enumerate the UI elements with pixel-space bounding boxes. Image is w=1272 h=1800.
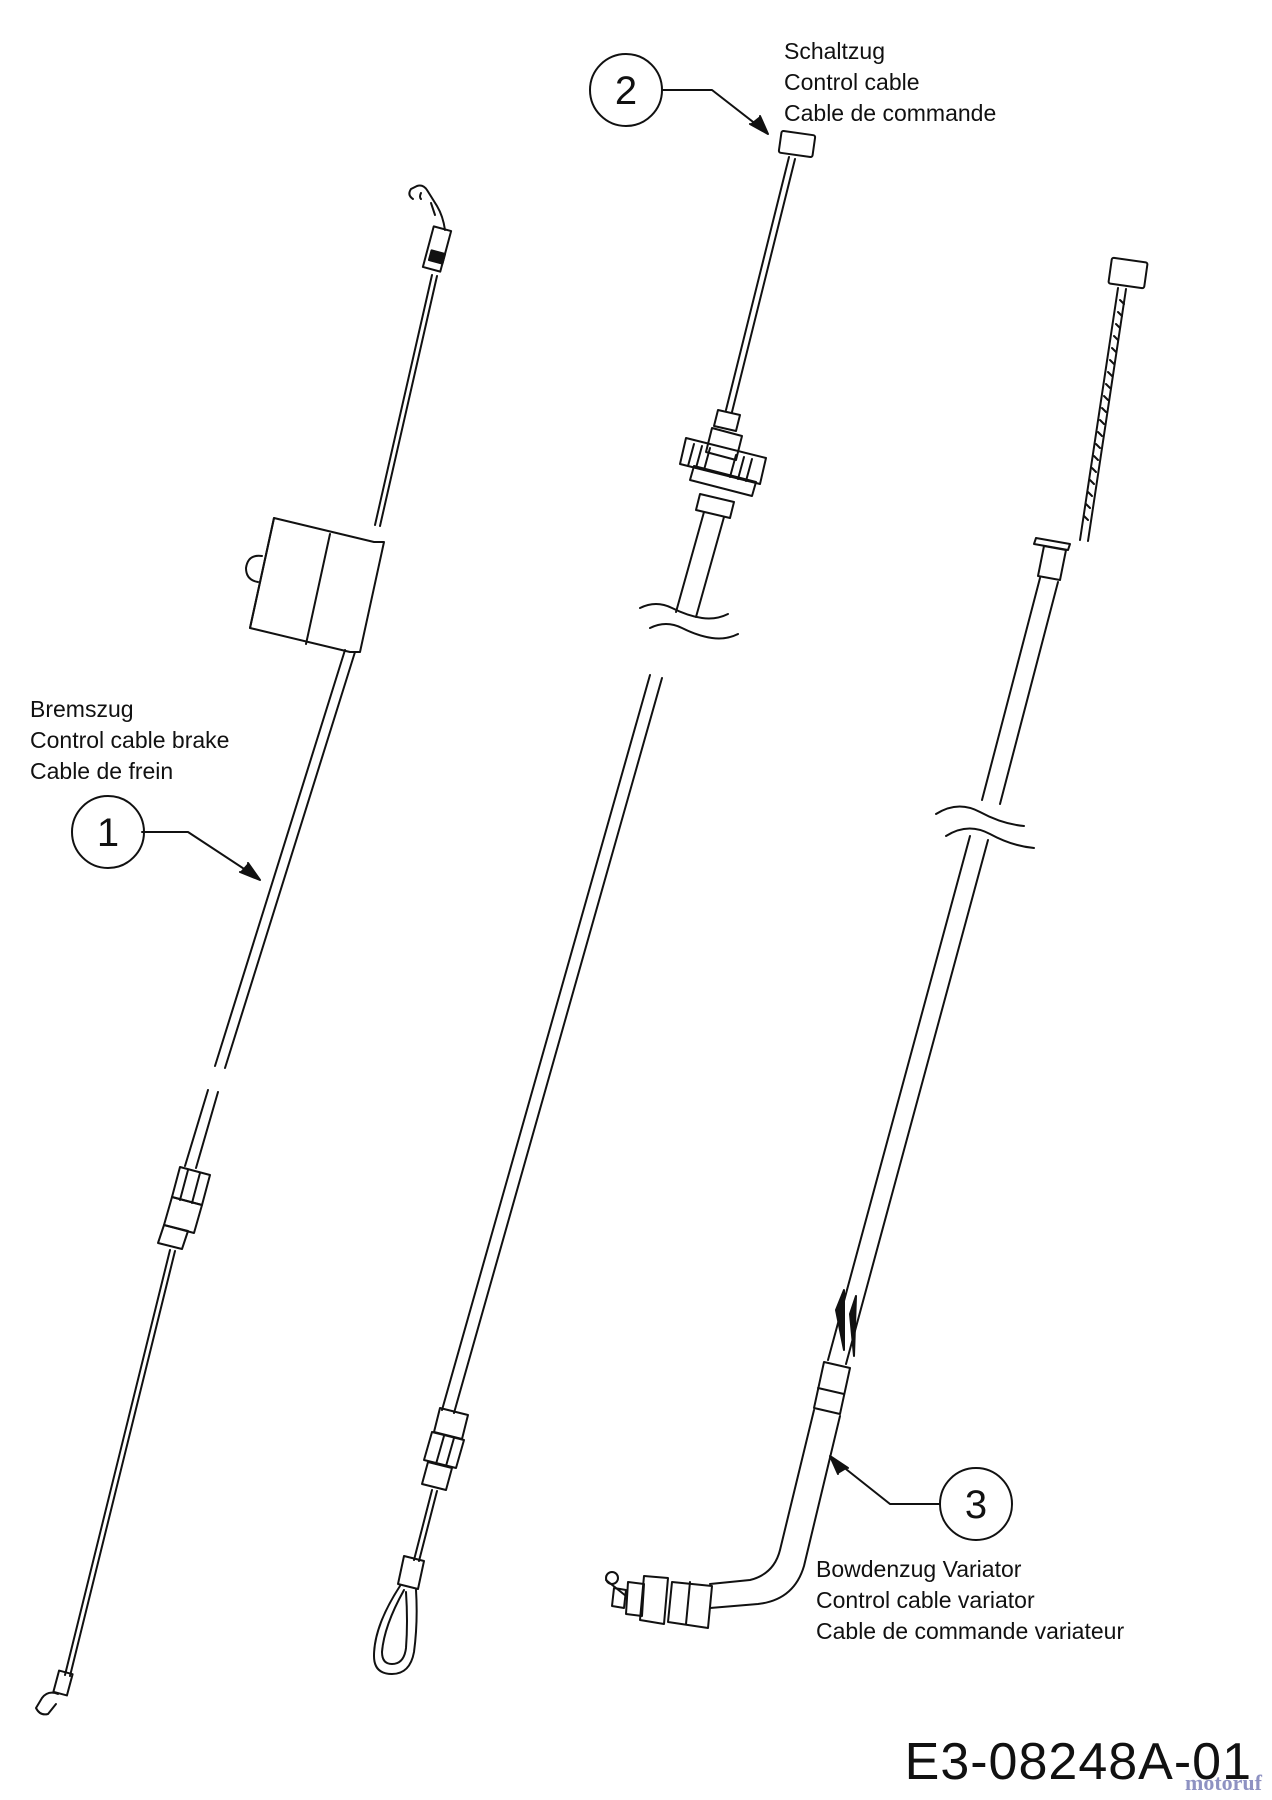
label-en: Control cable brake <box>30 727 230 753</box>
label-de: Bowdenzug Variator <box>816 1556 1022 1582</box>
watermark-logo: motoruf <box>1185 1770 1262 1795</box>
label-en: Control cable <box>784 69 920 95</box>
brake-cable-drawing <box>35 184 453 1716</box>
label-fr: Cable de commande <box>784 100 997 126</box>
label-en: Control cable variator <box>816 1587 1035 1613</box>
label-fr: Cable de commande variateur <box>816 1618 1125 1644</box>
drawing-code: E3-08248A-01 <box>904 1733 1252 1791</box>
label-de: Bremszug <box>30 696 134 722</box>
callout-number-3: 3 <box>965 1483 987 1527</box>
callout-number-1: 1 <box>97 811 119 855</box>
control-cable-drawing <box>373 53 817 1675</box>
callout-number-2: 2 <box>615 69 637 113</box>
part-label-control-cable: Schaltzug Control cable Cable de command… <box>784 36 996 129</box>
label-de: Schaltzug <box>784 38 886 64</box>
part-label-brake-cable: Bremszug Control cable brake Cable de fr… <box>30 694 229 787</box>
part-label-variator-cable: Bowdenzug Variator Control cable variato… <box>816 1554 1124 1647</box>
variator-cable-drawing <box>605 256 1149 1629</box>
label-fr: Cable de frein <box>30 758 174 784</box>
